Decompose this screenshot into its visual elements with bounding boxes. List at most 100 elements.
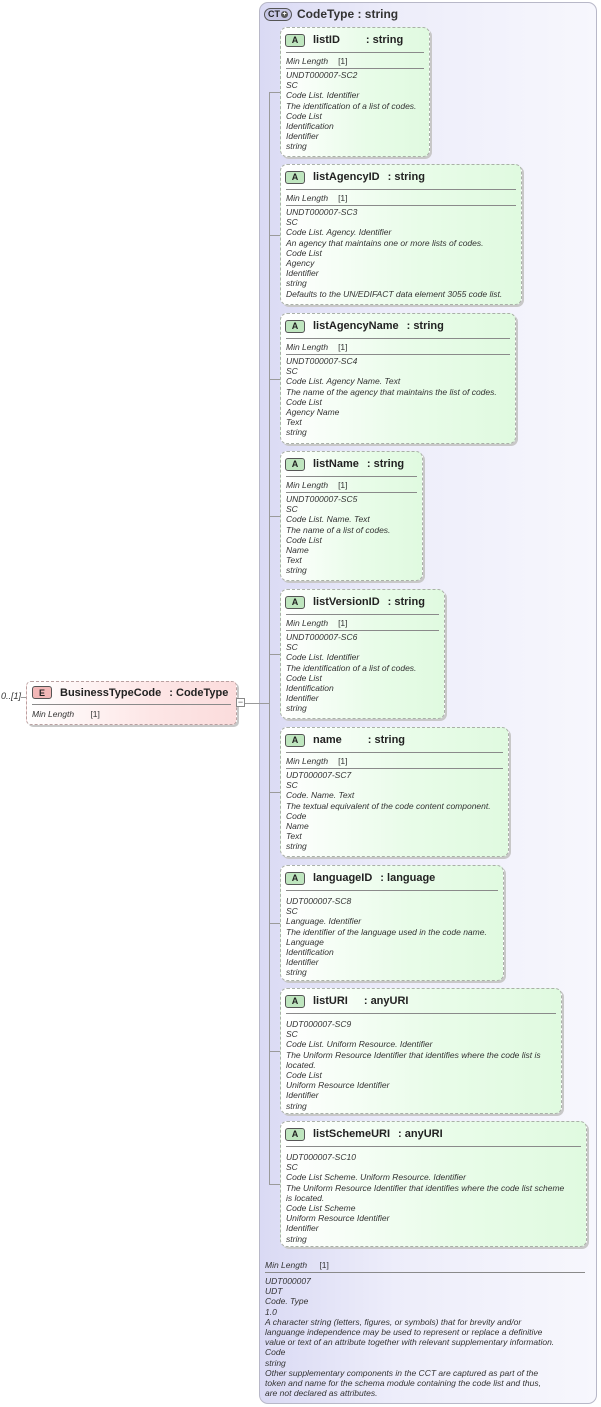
attribute-name: listName [313,458,359,470]
doc-line: The Uniform Resource Identifier that ide… [286,1182,565,1193]
doc-line: Text [286,831,302,842]
attribute-connector [269,923,280,924]
doc-line: A character string (letters, figures, or… [265,1316,522,1327]
element-lead-line [21,697,27,698]
doc-line: UDT000007-SC9 [286,1019,352,1029]
doc-line: Identification [286,121,334,132]
doc-line: Code [265,1347,286,1358]
attribute-icon: A [285,319,305,333]
doc-line: SC [286,504,298,515]
doc-line: Identifier [286,268,319,279]
attribute-connector [269,1184,280,1185]
doc-line: UDT000007 [265,1276,311,1286]
element-connector [237,703,270,704]
doc-line: UDT [265,1286,283,1297]
attribute-connector [269,92,280,93]
attribute-connector [269,516,280,517]
complex-type-facet: Min Length [1] [265,1260,329,1270]
doc-line: 1.0 [265,1306,277,1317]
complex-type-icon: CT+ [264,7,292,21]
doc-line: string [286,278,307,289]
attribute-icon: A [285,170,305,184]
attribute-type: : string [367,734,406,746]
doc-line: Code [286,810,307,821]
doc-line: string [286,141,307,152]
doc-line: SC [286,217,298,228]
attribute-facet: Min Length[1] [286,56,348,66]
attribute-connector [269,654,280,655]
element-icon: E [32,686,52,699]
element-type: : CodeType [169,686,229,699]
doc-line: UNDT000007-SC3 [286,207,358,217]
doc-line: string [286,565,307,576]
doc-line: An agency that maintains one or more lis… [286,237,484,248]
attribute-name: name [313,734,342,746]
attribute-icon: A [285,1127,305,1141]
attribute-type: : anyURI [398,1128,443,1140]
doc-line: Code List. Agency. Identifier [286,227,392,238]
doc-line: UNDT000007-SC5 [286,494,358,504]
doc-line: Code List [286,110,322,121]
doc-line: SC [286,906,298,917]
element-name: BusinessTypeCode [60,686,162,699]
doc-line: SC [286,80,298,91]
attribute-type: : string [406,320,444,332]
attribute-type: : string [387,596,425,608]
complex-type-header: CT+ CodeType : string [264,6,398,22]
doc-line: string [286,703,307,714]
attribute-name: listAgencyName [313,320,399,332]
attribute-icon: A [285,994,305,1008]
doc-line: Code List [286,396,322,407]
doc-line: UDT000007-SC10 [286,1152,356,1162]
doc-line: Identifier [286,957,319,968]
doc-line: Defaults to the UN/EDIFACT data element … [286,288,503,299]
doc-line: string [265,1357,286,1368]
attribute-connector [269,235,280,236]
doc-line: Code List [286,534,322,545]
attribute-connector [269,379,280,380]
element-facet: Min Length [1] [32,709,100,719]
doc-line: string [286,1100,307,1111]
doc-line: Identification [286,683,334,694]
attribute-icon: A [285,33,305,47]
doc-line: located. [286,1059,316,1070]
attribute-facet: Min Length[1] [286,480,348,490]
doc-line: The name of the agency that maintains th… [286,386,497,397]
doc-line: Identification [286,947,334,958]
element-box[interactable]: E BusinessTypeCode : CodeType Min Length… [26,681,237,725]
doc-line: The Uniform Resource Identifier that ide… [286,1049,541,1060]
doc-line: Code List Scheme. Uniform Resource. Iden… [286,1172,466,1183]
doc-line: Code List Scheme [286,1203,356,1214]
doc-line: SC [286,1162,298,1173]
doc-line: The name of a list of codes. [286,524,391,535]
doc-line: string [286,967,307,978]
doc-line: languange independence may be used to re… [265,1327,543,1338]
doc-line: Uniform Resource Identifier [286,1080,390,1091]
collapse-toggle[interactable]: − [236,697,245,707]
doc-line: Identifier [286,131,319,142]
attribute-facet: Min Length[1] [286,193,348,203]
doc-line: SC [286,642,298,653]
doc-line: UDT000007-SC7 [286,770,352,780]
doc-line: are not declared as attributes. [265,1388,378,1399]
